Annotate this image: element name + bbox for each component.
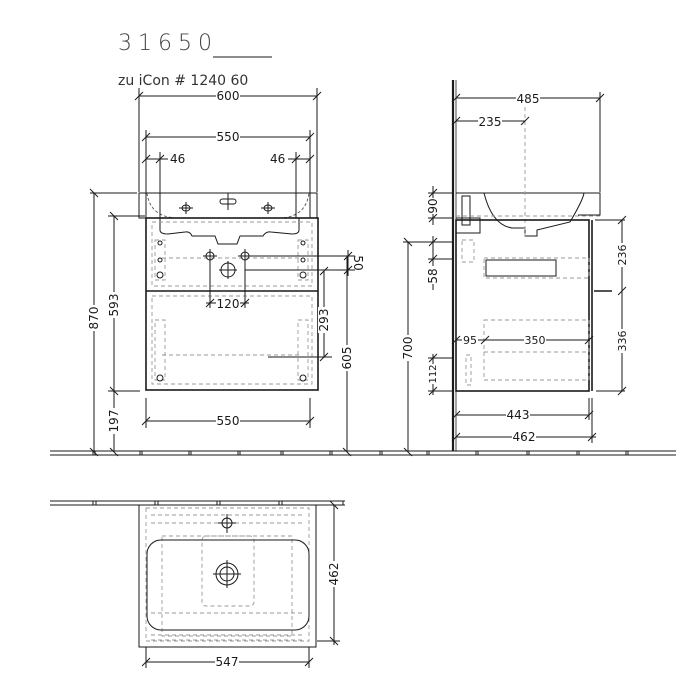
dim-rail: 95 350 xyxy=(451,334,594,347)
svg-text:197: 197 xyxy=(107,410,121,433)
dim-plinth-gap: 112 xyxy=(427,353,452,396)
waste-valve-icon xyxy=(203,249,252,279)
svg-text:235: 235 xyxy=(479,115,502,129)
cabinet-side xyxy=(455,219,590,392)
dim-left-offset: 46 xyxy=(141,152,185,218)
svg-text:90: 90 xyxy=(426,198,440,213)
dim-drawer-height: 293 xyxy=(268,266,332,362)
side-view: 485 235 90 58 xyxy=(401,80,629,457)
article-number: 31650 xyxy=(118,31,218,56)
svg-text:700: 700 xyxy=(401,337,415,360)
dim-total-height: 870 xyxy=(87,188,137,457)
basin-top xyxy=(138,504,317,648)
dim-top-depth: 462 xyxy=(317,500,341,646)
dim-basin-depth: 485 xyxy=(451,92,605,192)
dim-lower-drawer: 336 xyxy=(596,292,629,396)
svg-text:46: 46 xyxy=(170,152,185,166)
svg-text:462: 462 xyxy=(327,563,341,586)
svg-text:112: 112 xyxy=(428,364,439,383)
svg-text:605: 605 xyxy=(340,347,354,370)
svg-text:120: 120 xyxy=(217,297,240,311)
svg-text:485: 485 xyxy=(517,92,540,106)
top-view: 462 547 xyxy=(50,500,345,669)
svg-text:593: 593 xyxy=(107,294,121,317)
dim-top-width: 547 xyxy=(141,647,314,669)
front-view: 600 550 46 46 xyxy=(87,88,365,457)
dim-overall-width: 600 xyxy=(134,88,322,192)
basin-bowl xyxy=(146,539,310,631)
dim-cabinet-height: 593 xyxy=(107,211,145,396)
drain-icon xyxy=(213,560,241,588)
subtitle: zu iCon # 1240 60 xyxy=(118,73,248,89)
svg-text:600: 600 xyxy=(217,89,240,103)
dim-right-offset: 46 xyxy=(270,152,315,218)
svg-text:870: 870 xyxy=(87,307,101,330)
svg-text:336: 336 xyxy=(616,331,629,352)
dim-side-height: 700 xyxy=(401,237,430,457)
tap-hole-left-icon xyxy=(179,202,193,214)
svg-text:547: 547 xyxy=(216,655,239,669)
dim-siphon-offset: 50 xyxy=(245,250,365,276)
dim-inner-width: 550 xyxy=(141,130,315,218)
dim-cabinet-width: 550 xyxy=(141,398,315,428)
svg-text:350: 350 xyxy=(525,334,546,347)
svg-text:236: 236 xyxy=(616,245,629,266)
svg-text:46: 46 xyxy=(270,152,285,166)
dim-floor-clearance: 197 xyxy=(107,391,121,457)
svg-text:443: 443 xyxy=(507,408,530,422)
dim-drain-offset: 235 xyxy=(451,115,530,129)
dim-top-height: 605 xyxy=(340,256,354,457)
svg-text:462: 462 xyxy=(513,430,536,444)
svg-text:50: 50 xyxy=(351,255,365,270)
svg-text:95: 95 xyxy=(463,334,477,347)
dim-outer-depth: 462 xyxy=(451,398,597,444)
tap-hole-right-icon xyxy=(261,202,275,214)
dim-basin-thickness: 90 xyxy=(426,186,452,225)
cabinet-front xyxy=(145,217,319,391)
tap-hole-top-icon xyxy=(218,514,236,533)
svg-text:58: 58 xyxy=(426,268,440,283)
overflow-icon xyxy=(219,193,237,210)
dim-upper-drawer: 236 xyxy=(595,215,629,296)
svg-text:550: 550 xyxy=(217,414,240,428)
dim-cabinet-gap: 58 xyxy=(426,236,452,290)
svg-text:550: 550 xyxy=(217,130,240,144)
svg-text:293: 293 xyxy=(317,309,331,332)
dim-tap-spacing: 120 xyxy=(205,262,250,311)
dim-inner-depth: 443 xyxy=(451,398,594,422)
floor-line xyxy=(50,450,676,456)
